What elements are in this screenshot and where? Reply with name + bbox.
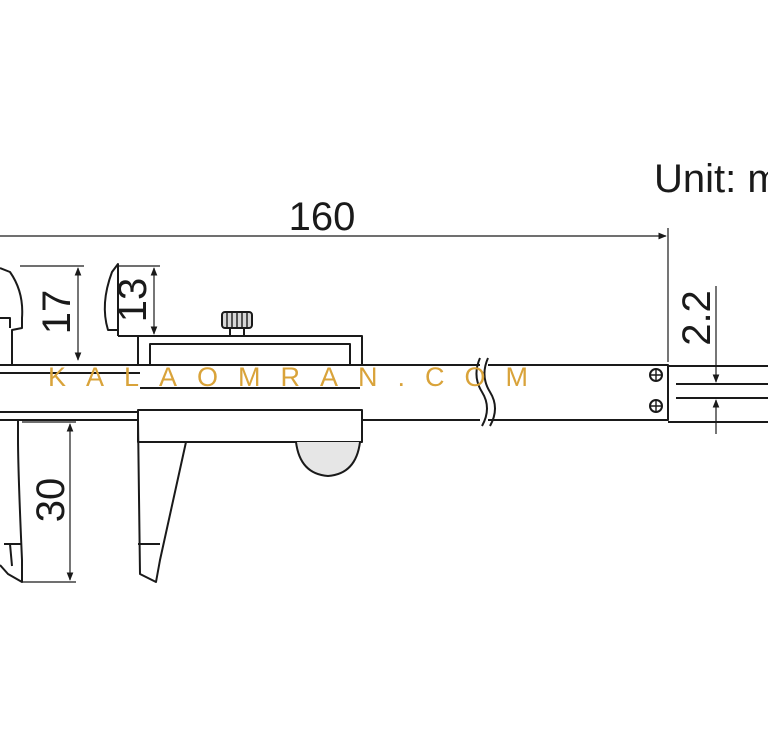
sliding-outside-jaw <box>137 419 187 583</box>
main-beam-right <box>488 364 669 421</box>
fixed-outside-jaw <box>0 419 23 583</box>
screw-slots <box>650 369 662 412</box>
overall-length-label: 160 <box>289 195 356 239</box>
depth-rod <box>668 365 768 423</box>
fixed-jaw-tip-detail <box>4 543 22 567</box>
outside-jaw-depth-label: 30 <box>29 478 73 523</box>
inside-jaw-depth-left-label: 17 <box>35 290 79 335</box>
watermark-text: KALAOMRAN.COM <box>48 362 548 392</box>
slider-lower-plate <box>137 409 363 443</box>
fixed-inside-jaw-notch <box>0 317 11 328</box>
depth-rod-thickness-label: 2.2 <box>675 290 719 346</box>
fixed-inside-jaw <box>0 267 24 366</box>
slider-upper-plate <box>137 335 363 366</box>
beam-break-symbol <box>475 357 496 427</box>
slider-upper-inner <box>149 343 351 366</box>
beam-inner-line <box>0 372 140 413</box>
lock-screw-stem <box>229 327 245 337</box>
sliding-inside-jaw <box>103 263 119 336</box>
thumb-roller <box>295 441 361 477</box>
unit-label: Unit: m <box>654 157 768 201</box>
sliding-inside-jaw-body <box>118 335 139 366</box>
inside-jaw-depth-right-label: 13 <box>111 278 155 323</box>
lock-screw-knurl <box>226 312 248 328</box>
